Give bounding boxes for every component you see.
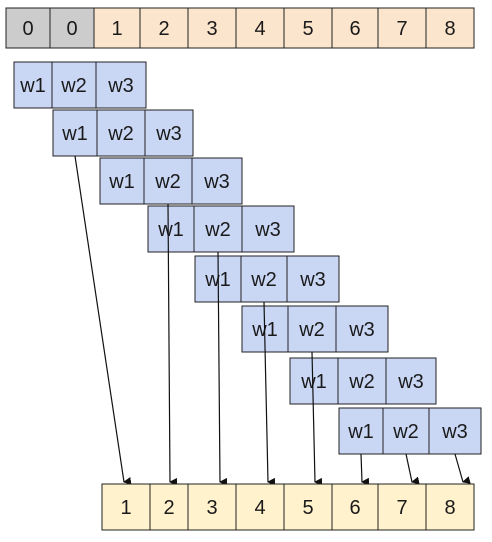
kernel-cell-w2	[287, 305, 337, 353]
output-cell-label: 7	[396, 497, 407, 519]
input-cell-label: 7	[396, 18, 407, 40]
input-cell	[235, 7, 285, 49]
output-cell	[101, 483, 151, 531]
input-cell	[377, 7, 427, 49]
kernel-window-1: w1 w2 w3	[13, 61, 147, 109]
output-cell	[331, 483, 379, 531]
output-cell	[425, 483, 475, 531]
kernel-cell-label: w2	[298, 319, 325, 341]
kernel-cell-w3	[95, 61, 147, 109]
kernel-windows: w1 w2 w3 w1 w2 w3 w1 w2 w3 w1 w2 w3 w1 w2 w3 w1 w2 w3 w1 w2…	[13, 61, 482, 455]
kernel-cell-label: w2	[154, 171, 181, 193]
output-cell-label: 4	[254, 497, 265, 519]
input-cell	[331, 7, 379, 49]
kernel-cell-w2	[51, 61, 97, 109]
kernel-window-5: w1 w2 w3	[194, 255, 340, 303]
kernel-cell-label: w2	[392, 421, 419, 443]
kernel-cell-w2	[337, 357, 387, 405]
output-row: 1 2 3 4 5 6 7 8	[101, 483, 475, 531]
arrow-to-output-8	[454, 453, 471, 484]
input-cell-label: 8	[444, 18, 455, 40]
kernel-cell-label: w1	[157, 219, 184, 241]
kernel-cell-w3	[191, 157, 243, 205]
kernel-cell-w3	[428, 407, 482, 455]
input-cell	[93, 7, 141, 49]
input-cell	[187, 7, 237, 49]
kernel-cell-label: w3	[348, 319, 375, 341]
kernel-cell-w3	[241, 205, 295, 253]
kernel-cell-w1	[289, 357, 339, 405]
kernel-cell-label: w2	[204, 219, 231, 241]
kernel-cell-label: w3	[254, 219, 281, 241]
kernel-cell-label: w3	[299, 269, 326, 291]
kernel-cell-label: w2	[348, 371, 375, 393]
kernel-cell-label: w3	[397, 371, 424, 393]
output-cell-label: 5	[302, 497, 313, 519]
kernel-window-3: w1 w2 w3	[99, 157, 243, 205]
input-cell	[425, 7, 475, 49]
kernel-cell-w1	[147, 205, 195, 253]
output-cell-label: 6	[349, 497, 360, 519]
input-cell-label: 3	[206, 18, 217, 40]
kernel-cell-label: w3	[203, 171, 230, 193]
input-padding-cell	[5, 7, 51, 49]
input-padding-cell	[49, 7, 95, 49]
kernel-cell-w1	[52, 109, 98, 157]
arrow-to-output-5	[311, 351, 323, 486]
kernel-cell-label: w2	[250, 269, 277, 291]
kernel-cell-w3	[335, 305, 389, 353]
kernel-cell-w3	[144, 109, 194, 157]
output-cell	[377, 483, 427, 531]
input-cell-label: 6	[349, 18, 360, 40]
input-cell	[283, 7, 333, 49]
kernel-cell-w3	[286, 255, 340, 303]
kernel-cell-label: w3	[441, 421, 468, 443]
kernel-cell-label: w1	[300, 371, 327, 393]
kernel-cell-w2	[143, 157, 193, 205]
kernel-cell-w1	[99, 157, 145, 205]
input-cell-label: 0	[22, 18, 33, 40]
arrow-to-output-3	[217, 251, 228, 486]
kernel-cell-label: w3	[155, 123, 182, 145]
input-cell-label: 2	[158, 18, 169, 40]
input-cell-label: 0	[66, 18, 77, 40]
output-cell	[283, 483, 333, 531]
kernel-cell-label: w1	[61, 123, 88, 145]
kernel-cell-w2	[382, 407, 430, 455]
input-row: 0 0 1 2 3 4 5 6 7 8	[5, 7, 475, 49]
kernel-cell-label: w1	[204, 269, 231, 291]
kernel-cell-label: w1	[108, 171, 135, 193]
output-cell-label: 8	[444, 497, 455, 519]
kernel-cell-w2	[193, 205, 243, 253]
input-cell-label: 5	[302, 18, 313, 40]
kernel-window-8: w1 w2 w3	[338, 407, 482, 455]
kernel-cell-label: w2	[60, 75, 87, 97]
arrow-to-output-6	[360, 453, 370, 486]
output-cell	[235, 483, 285, 531]
input-cell-label: 4	[254, 18, 265, 40]
output-cell	[149, 483, 189, 531]
kernel-cell-label: w1	[19, 75, 46, 97]
output-cell-label: 3	[206, 497, 217, 519]
kernel-cell-label: w1	[347, 421, 374, 443]
kernel-window-2: w1 w2 w3	[52, 109, 194, 157]
kernel-cell-label: w3	[107, 75, 134, 97]
kernel-cell-label: w2	[107, 123, 134, 145]
kernel-cell-w3	[385, 357, 437, 405]
arrow-to-output-1	[74, 155, 132, 485]
arrow-to-output-4	[263, 301, 276, 486]
output-arrows	[74, 155, 471, 486]
arrow-to-output-2	[167, 203, 178, 486]
kernel-window-4: w1 w2 w3	[147, 205, 295, 253]
output-cell-label: 2	[163, 497, 174, 519]
input-cell-label: 1	[111, 18, 122, 40]
output-cell-label: 1	[120, 497, 131, 519]
arrow-to-output-7	[405, 453, 420, 485]
kernel-window-7: w1 w2 w3	[289, 357, 437, 405]
